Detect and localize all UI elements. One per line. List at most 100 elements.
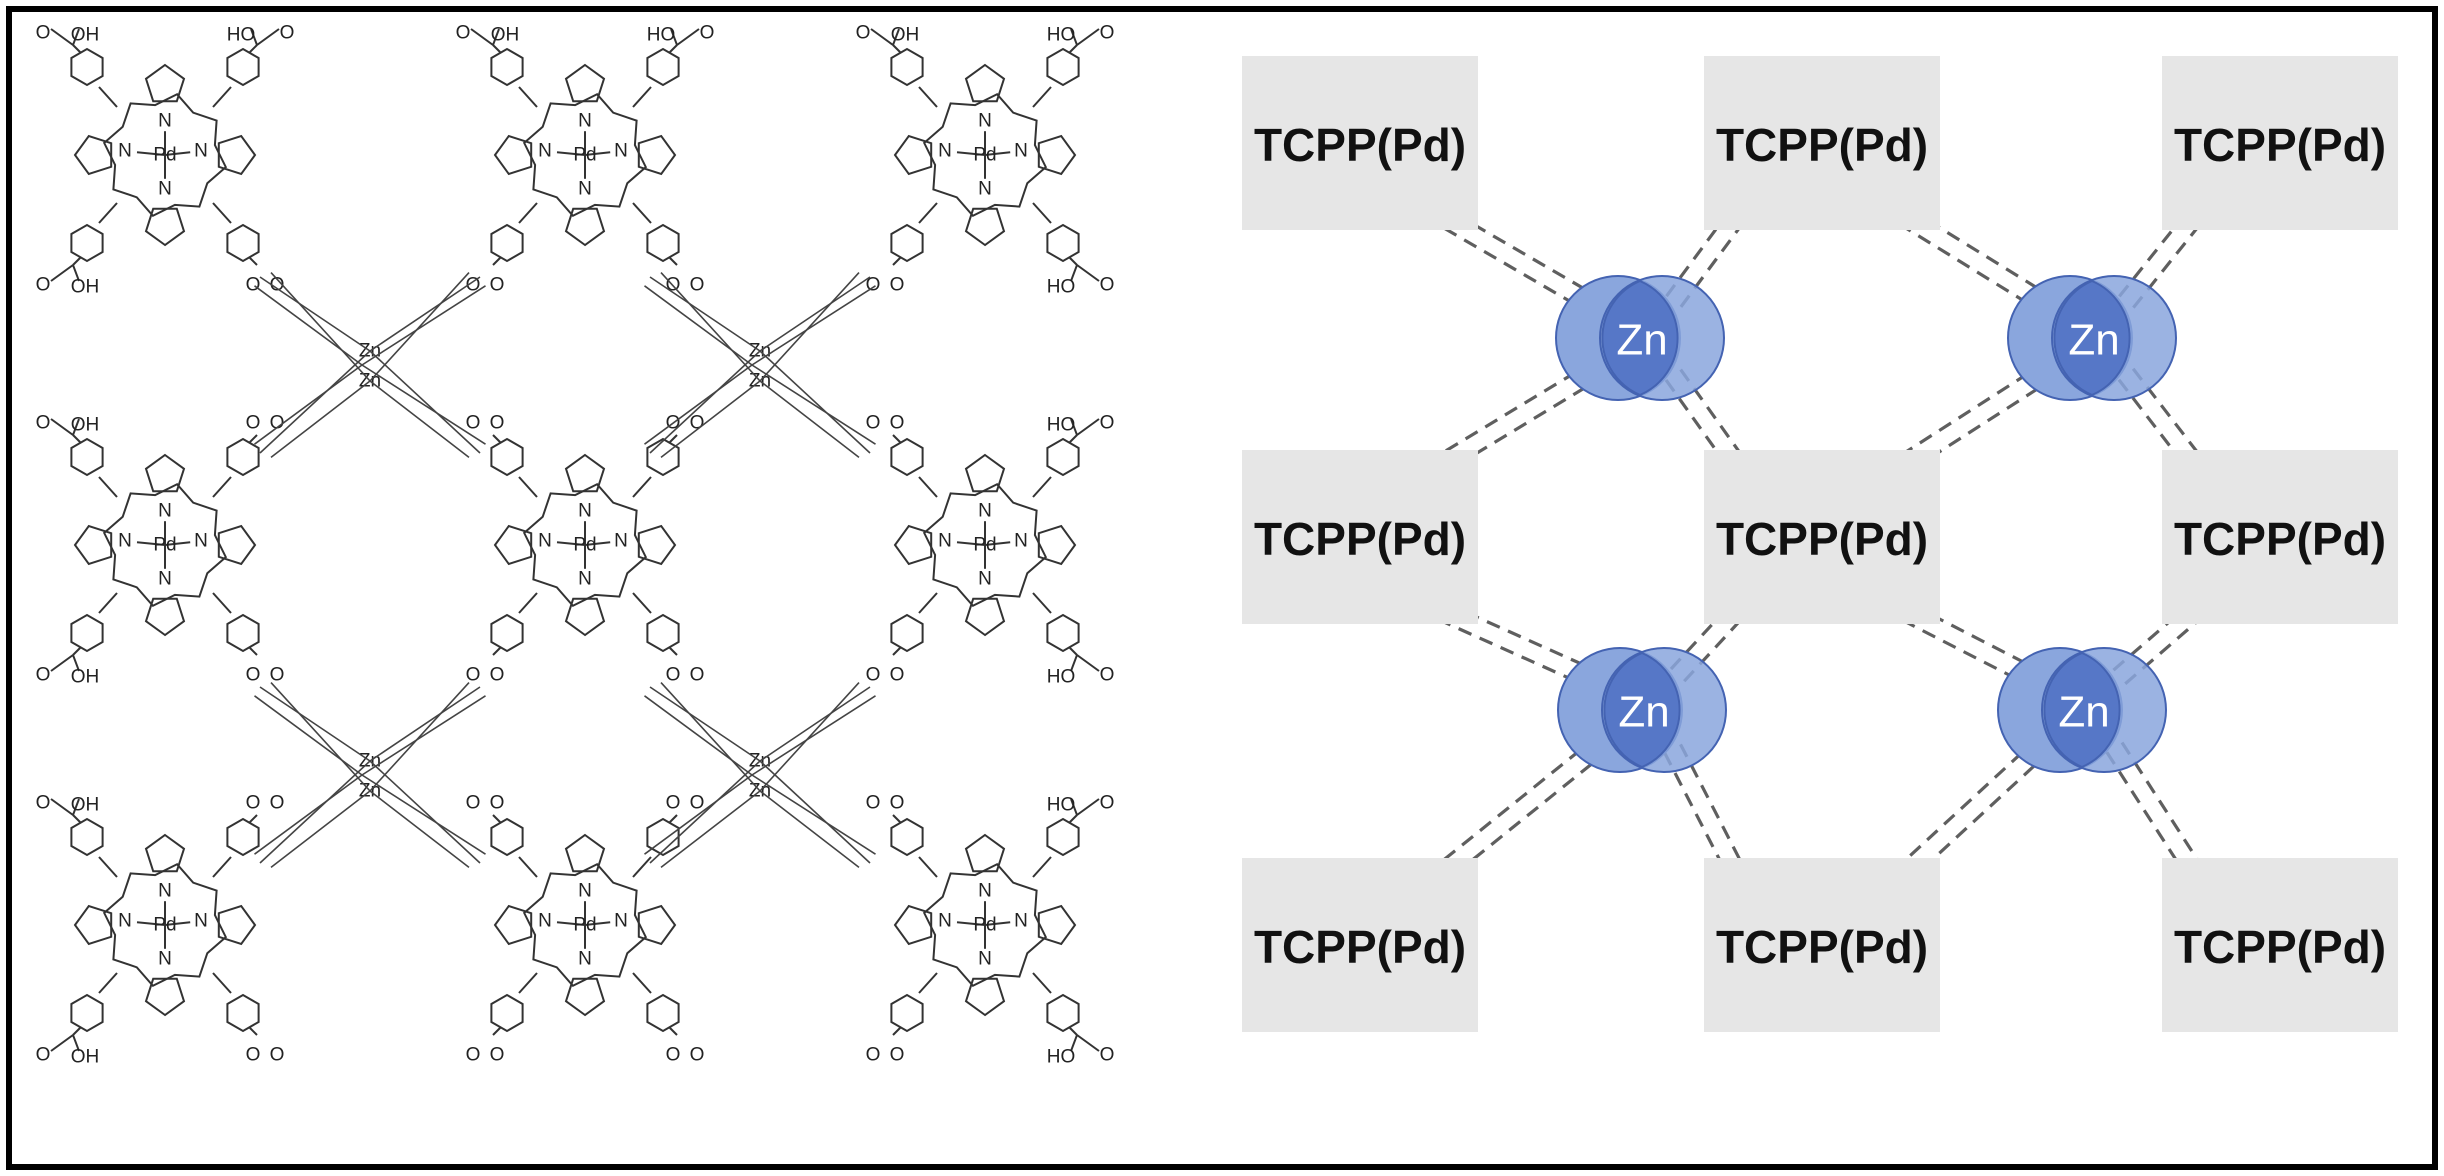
tcpp-box: [2162, 858, 2398, 1032]
oxygen-label: O: [270, 413, 285, 434]
tcpp-box: [1704, 858, 1940, 1032]
palladium-label: Pd: [153, 145, 176, 166]
coordination-link: [1667, 619, 1742, 700]
pyrrole-ring: [564, 977, 606, 1017]
oxygen-label: O: [866, 413, 881, 434]
pyrrole-nitrogen-label: N: [538, 911, 552, 932]
oxygen-label: O: [246, 665, 261, 686]
tcpp-node: TCPP(Pd): [1704, 858, 1940, 1032]
pyrrole-ring: [493, 134, 533, 176]
oxygen-label: O: [856, 23, 871, 44]
oxygen-label: O: [1100, 793, 1115, 814]
pyrrole-nitrogen-label: N: [978, 501, 992, 522]
oxygen-label: O: [890, 665, 905, 686]
pyrrole-nitrogen-label: N: [578, 881, 592, 902]
pyrrole-ring: [564, 453, 606, 493]
pyrrole-nitrogen-label: N: [578, 111, 592, 132]
palladium-label: Pd: [573, 915, 596, 936]
pyrrole-nitrogen-label: N: [158, 569, 172, 590]
pyrrole-ring: [964, 207, 1006, 247]
phenyl-ring: [646, 817, 680, 857]
coordination-link: [1665, 224, 1743, 327]
pyrrole-nitrogen-label: N: [194, 911, 208, 932]
pyrrole-ring: [1037, 134, 1077, 176]
pyrrole-ring: [493, 904, 533, 946]
tcpp-node: TCPP(Pd): [2162, 858, 2398, 1032]
zn-label: Zn: [1616, 316, 1667, 365]
hydroxyl-label: OH: [71, 25, 100, 46]
oxygen-label: O: [890, 793, 905, 814]
tcpp-node: TCPP(Pd): [2162, 450, 2398, 624]
oxygen-label: O: [666, 793, 681, 814]
oxygen-label: O: [490, 793, 505, 814]
pyrrole-nitrogen-label: N: [978, 179, 992, 200]
oxygen-label: O: [270, 793, 285, 814]
pyrrole-ring: [893, 134, 933, 176]
pyrrole-nitrogen-label: N: [158, 949, 172, 970]
oxygen-label: O: [36, 275, 51, 296]
pyrrole-ring: [964, 833, 1006, 873]
phenyl-ring: [646, 47, 680, 87]
oxygen-label: O: [1100, 665, 1115, 686]
pyrrole-nitrogen-label: N: [978, 881, 992, 902]
hydroxyl-label: OH: [891, 25, 920, 46]
phenyl-ring: [890, 47, 924, 87]
oxygen-label: O: [690, 665, 705, 686]
tcpp-node: TCPP(Pd): [1704, 56, 1940, 230]
hydroxyl-label: OH: [71, 1047, 100, 1068]
pyrrole-ring: [964, 453, 1006, 493]
tcpp-label: TCPP(Pd): [2174, 921, 2386, 973]
pyrrole-nitrogen-label: N: [614, 141, 628, 162]
figure-frame: [6, 6, 2438, 1170]
tcpp-box: [1704, 450, 1940, 624]
pyrrole-nitrogen-label: N: [938, 911, 952, 932]
pyrrole-ring: [217, 134, 257, 176]
pyrrole-nitrogen-label: N: [158, 111, 172, 132]
tcpp-box: [1704, 56, 1940, 230]
tcpp-node: TCPP(Pd): [1704, 450, 1940, 624]
oxygen-label: O: [36, 665, 51, 686]
phenyl-ring: [70, 223, 104, 263]
zn-overlap: [2053, 279, 2131, 397]
phenyl-ring: [1046, 47, 1080, 87]
phenyl-ring: [490, 613, 524, 653]
phenyl-ring: [226, 613, 260, 653]
oxygen-label: O: [456, 23, 471, 44]
oxygen-label: O: [280, 23, 295, 44]
phenyl-ring: [226, 817, 260, 857]
pyrrole-nitrogen-label: N: [158, 881, 172, 902]
oxygen-label: O: [246, 413, 261, 434]
phenyl-ring: [226, 47, 260, 87]
pyrrole-ring: [144, 453, 186, 493]
pyrrole-nitrogen-label: N: [158, 501, 172, 522]
tcpp-label: TCPP(Pd): [1716, 513, 1928, 565]
pyrrole-ring: [964, 597, 1006, 637]
zn-cluster: Zn: [2007, 275, 2177, 401]
oxygen-label: O: [866, 1045, 881, 1066]
pyrrole-nitrogen-label: N: [578, 949, 592, 970]
oxygen-label: O: [1100, 413, 1115, 434]
pyrrole-ring: [564, 597, 606, 637]
pyrrole-nitrogen-label: N: [1014, 141, 1028, 162]
pyrrole-ring: [144, 833, 186, 873]
tcpp-node: TCPP(Pd): [1242, 858, 1478, 1032]
phenyl-ring: [226, 993, 260, 1033]
hydroxyl-label: HO: [1047, 667, 1076, 688]
hydroxyl-label: HO: [1047, 277, 1076, 298]
phenyl-ring: [490, 437, 524, 477]
palladium-label: Pd: [153, 535, 176, 556]
oxygen-label: O: [690, 413, 705, 434]
pyrrole-ring: [564, 833, 606, 873]
palladium-label: Pd: [973, 145, 996, 166]
oxygen-label: O: [270, 1045, 285, 1066]
pyrrole-nitrogen-label: N: [538, 141, 552, 162]
zn-label: Zn: [2058, 688, 2109, 737]
phenyl-ring: [490, 223, 524, 263]
pyrrole-nitrogen-label: N: [578, 179, 592, 200]
oxygen-label: O: [690, 793, 705, 814]
pyrrole-ring: [217, 524, 257, 566]
